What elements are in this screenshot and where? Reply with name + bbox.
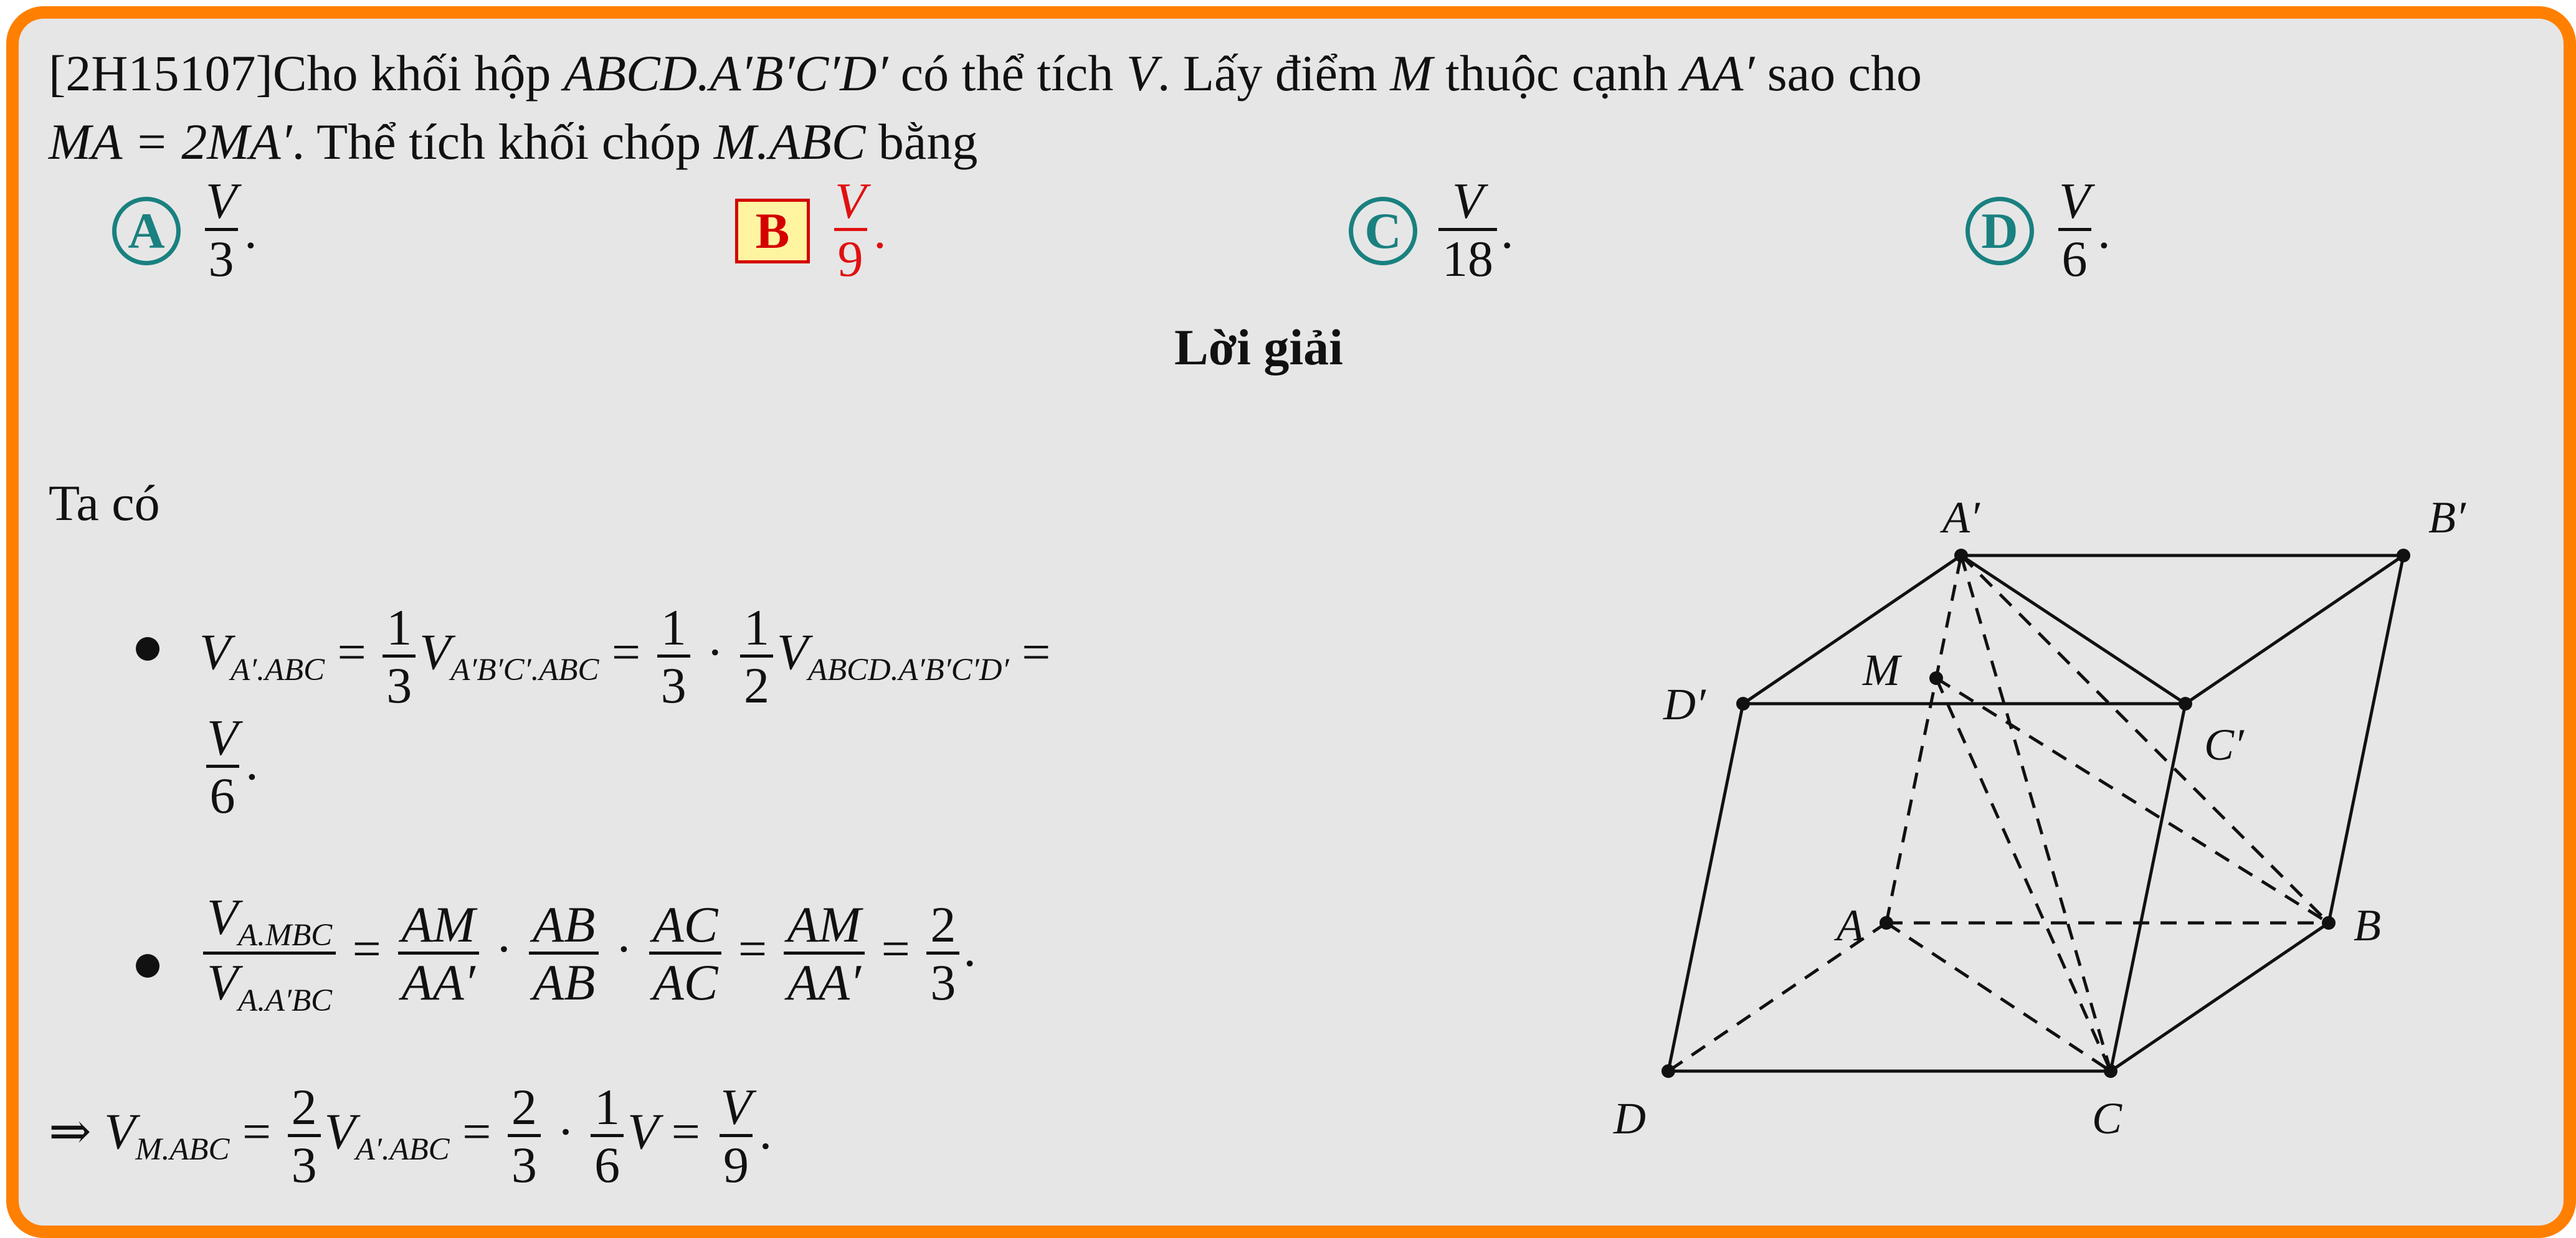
edge-a-a1	[1884, 555, 1963, 924]
solution-intro: Ta có	[49, 475, 160, 531]
label-c: C	[2092, 1094, 2122, 1143]
bullet-dot-1	[136, 637, 159, 661]
point-m	[1929, 671, 1943, 685]
point-a1	[1954, 549, 1968, 562]
edge-a1-c	[1959, 555, 2113, 1072]
label-c1: C′	[2204, 720, 2245, 770]
point-b	[2322, 916, 2336, 930]
parallelepiped-figure: A′ B′ D′ C′ M A B D C	[1613, 493, 2466, 1143]
point-d1	[1736, 697, 1750, 711]
edge-a1-d1	[1742, 554, 1962, 706]
edge-c-b	[2109, 921, 2330, 1073]
option-d-badge: D	[1965, 196, 2034, 265]
edge-b1-b	[2327, 555, 2405, 924]
label-b: B	[2354, 900, 2381, 950]
edge-a-c	[1885, 921, 2112, 1073]
option-a-badge: A	[112, 196, 181, 265]
point-d	[1661, 1064, 1675, 1078]
label-m: M	[1862, 645, 1903, 695]
question-line-1: [2H15107]Cho khối hộp ABCD.A′B′C′D′ có t…	[49, 45, 1922, 102]
label-d: D	[1613, 1094, 1646, 1143]
question-card: [2H15107]Cho khối hộp ABCD.A′B′C′D′ có t…	[6, 6, 2576, 1238]
label-a: A	[1834, 900, 1865, 950]
point-c1	[2179, 697, 2192, 711]
option-b-badge-correct: B	[735, 198, 810, 263]
solution-heading: Lời giải	[1174, 319, 1343, 376]
question-code: [2H15107]	[49, 45, 273, 102]
point-b1	[2397, 549, 2410, 562]
edge-d1-d	[1666, 703, 1745, 1072]
edge-m-c	[1934, 677, 2113, 1072]
bullet-dot-2	[136, 954, 159, 978]
question-line-2: MA = 2MA′. Thể tích khối chóp M.ABC bằng	[49, 113, 978, 170]
edge-a1-c1	[1960, 554, 2187, 706]
point-c	[2104, 1064, 2117, 1078]
option-c-badge: C	[1349, 196, 1417, 265]
edge-a1-b	[1960, 554, 2330, 924]
edge-m-b	[1935, 676, 2330, 925]
label-d1: D′	[1663, 679, 1706, 729]
label-b1: B′	[2428, 493, 2466, 542]
edge-a-d	[1667, 921, 1888, 1073]
point-a	[1880, 916, 1893, 930]
edge-c1-c	[2109, 703, 2187, 1072]
edge-b1-c1	[2184, 554, 2405, 706]
label-a1: A′	[1940, 493, 1980, 542]
